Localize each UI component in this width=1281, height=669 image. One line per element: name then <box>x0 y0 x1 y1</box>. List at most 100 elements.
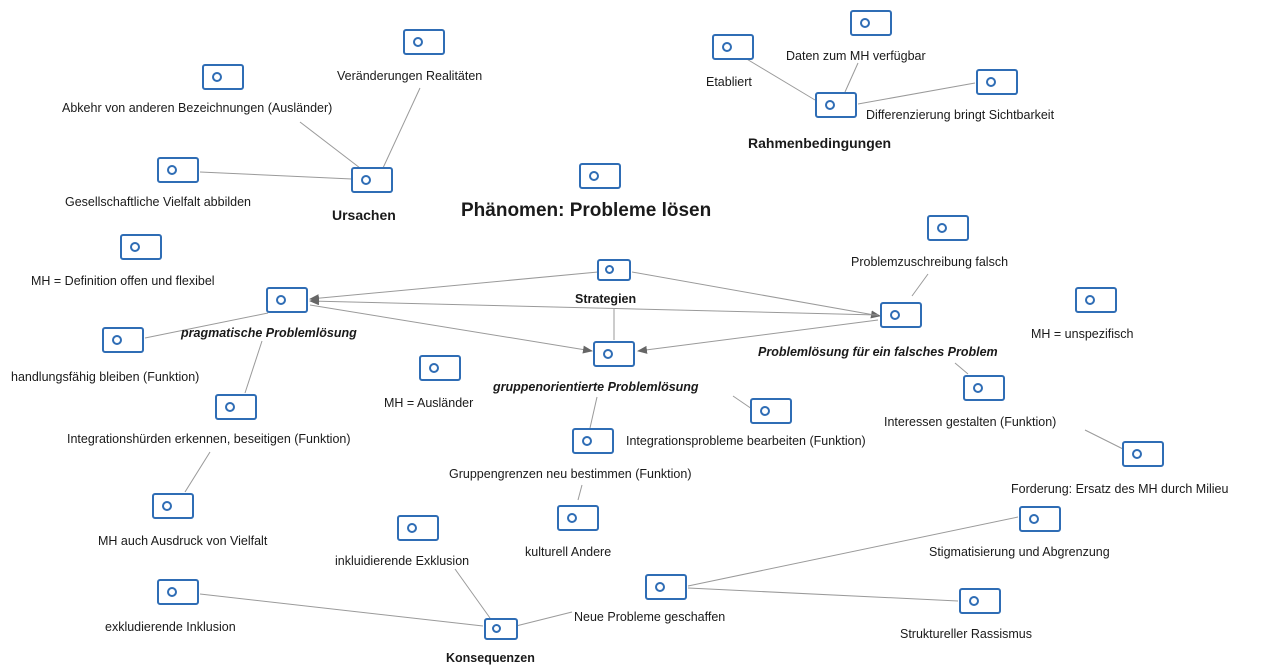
label-integrationshuerden: Integrationshürden erkennen, beseitigen … <box>67 432 351 446</box>
code-node-daten[interactable] <box>850 10 892 36</box>
label-gesellschaftliche: Gesellschaftliche Vielfalt abbilden <box>65 195 251 209</box>
code-node-icon <box>167 586 177 597</box>
edge-konsequenzen-exkludierende <box>199 593 484 627</box>
edge-konsequenzen-neue <box>515 611 573 627</box>
edge-rahmen-etabliert <box>744 57 816 101</box>
label-interessen: Interessen gestalten (Funktion) <box>884 415 1057 429</box>
edge-pragmatische-integrationshuerden <box>244 340 263 394</box>
code-node-integrationsprobleme[interactable] <box>750 398 792 424</box>
code-node-neue-probleme[interactable] <box>645 574 687 600</box>
code-node-icon <box>567 512 577 523</box>
code-node-inkluidierende[interactable] <box>397 515 439 541</box>
code-node-pragmatische[interactable] <box>266 287 308 313</box>
code-node-rahmen[interactable] <box>815 92 857 118</box>
code-node-ursachen[interactable] <box>351 167 393 193</box>
code-node-icon <box>937 222 947 233</box>
label-mh-definition: MH = Definition offen und flexibel <box>31 274 215 288</box>
edge-ursachen-gesellschaftliche <box>199 171 353 180</box>
code-node-mh-auslaender[interactable] <box>419 355 461 381</box>
label-forderung: Forderung: Ersatz des MH durch Milieu <box>1011 482 1229 496</box>
label-abkehr: Abkehr von anderen Bezeichnungen (Auslän… <box>62 101 333 115</box>
label-rahmen: Rahmenbedingungen <box>748 135 892 151</box>
label-mh-auslaender: MH = Ausländer <box>384 396 474 410</box>
label-differenzierung: Differenzierung bringt Sichtbarkeit <box>866 108 1055 122</box>
label-ursachen: Ursachen <box>332 207 396 223</box>
code-node-icon <box>407 522 417 533</box>
label-stigmatisierung: Stigmatisierung und Abgrenzung <box>929 545 1110 559</box>
edge-konsequenzen-inkluidierende <box>454 568 491 619</box>
label-exkludierende: exkludierende Inklusion <box>105 620 236 634</box>
code-node-rassismus[interactable] <box>959 588 1001 614</box>
code-node-abkehr[interactable] <box>202 64 244 90</box>
code-node-icon <box>589 170 599 181</box>
code-node-icon <box>760 405 770 416</box>
code-node-differenzierung[interactable] <box>976 69 1018 95</box>
edge-integrationshuerden-vielfalt <box>184 451 211 493</box>
code-node-strategien[interactable] <box>597 259 631 281</box>
code-node-icon <box>429 362 439 373</box>
code-node-icon <box>655 581 665 592</box>
code-node-etabliert[interactable] <box>712 34 754 60</box>
code-node-interessen[interactable] <box>963 375 1005 401</box>
code-node-icon <box>722 41 732 52</box>
edge-rahmen-differenzierung <box>857 82 976 105</box>
code-node-icon <box>973 382 983 393</box>
code-node-icon <box>225 401 235 412</box>
label-etabliert: Etabliert <box>706 75 752 89</box>
code-node-icon <box>1085 294 1095 305</box>
edge-strategien-falsches <box>631 271 881 319</box>
code-node-exkludierende[interactable] <box>157 579 199 605</box>
code-node-stigmatisierung[interactable] <box>1019 506 1061 532</box>
edge-strategien-pragmatische <box>309 271 599 303</box>
edge-interessen-forderung <box>1084 429 1126 451</box>
label-konsequenzen: Konsequenzen <box>446 651 535 665</box>
label-veraenderungen: Veränderungen Realitäten <box>337 69 483 83</box>
edge-rahmen-daten <box>844 62 859 93</box>
code-node-icon <box>603 348 613 359</box>
label-kulturell: kulturell Andere <box>525 545 612 559</box>
code-node-icon <box>167 164 177 175</box>
code-node-mh-vielfalt[interactable] <box>152 493 194 519</box>
code-node-mh-definition[interactable] <box>120 234 162 260</box>
edge-ursachen-abkehr <box>299 121 361 169</box>
code-node-gesellschaftliche[interactable] <box>157 157 199 183</box>
code-node-veraenderungen[interactable] <box>403 29 445 55</box>
code-node-icon <box>582 435 592 446</box>
code-node-icon <box>969 595 979 606</box>
edge-falsches-problemzuschreibung <box>911 273 929 297</box>
code-node-handlungsfaehig[interactable] <box>102 327 144 353</box>
label-inkluidierende: inkluidierende Exklusion <box>335 554 470 568</box>
label-problemzuschreibung: Problemzuschreibung falsch <box>851 255 1009 269</box>
diagram-title: Phänomen: Probleme lösen <box>461 200 712 221</box>
code-node-integrationshuerden[interactable] <box>215 394 257 420</box>
code-node-problemzuschreibung[interactable] <box>927 215 969 241</box>
code-node-icon <box>986 76 996 87</box>
edge-gruppengrenzen-kulturell <box>577 484 583 501</box>
label-pragmatische: pragmatische Problemlösung <box>181 326 357 340</box>
code-node-icon <box>276 294 286 305</box>
code-node-forderung[interactable] <box>1122 441 1164 467</box>
code-node-icon <box>130 241 140 252</box>
label-integrationsprobleme: Integrationsprobleme bearbeiten (Funktio… <box>626 434 866 448</box>
code-node-gruppenorientierte[interactable] <box>593 341 635 367</box>
code-node-icon <box>890 309 900 320</box>
label-neue-probleme: Neue Probleme geschaffen <box>574 610 726 624</box>
edge-falsches-interessen <box>954 362 969 375</box>
code-node-icon <box>1029 513 1039 524</box>
code-node-icon <box>492 624 501 633</box>
code-node-icon <box>1132 448 1142 459</box>
label-daten: Daten zum MH verfügbar <box>786 49 926 63</box>
edge-ursachen-veraenderungen <box>382 87 421 169</box>
code-node-mh-unspezifisch[interactable] <box>1075 287 1117 313</box>
label-rassismus: Struktureller Rassismus <box>900 627 1032 641</box>
code-node-kulturell[interactable] <box>557 505 599 531</box>
code-node-konsequenzen[interactable] <box>484 618 518 640</box>
code-node-icon <box>413 36 423 47</box>
code-node-phaenomen[interactable] <box>579 163 621 189</box>
code-node-gruppengrenzen[interactable] <box>572 428 614 454</box>
label-mh-unspezifisch: MH = unspezifisch <box>1031 327 1134 341</box>
label-handlungsfaehig: handlungsfähig bleiben (Funktion) <box>11 370 200 384</box>
code-node-falsches-problem[interactable] <box>880 302 922 328</box>
code-node-icon <box>825 99 835 110</box>
label-gruppenorientierte: gruppenorientierte Problemlösung <box>493 380 699 394</box>
